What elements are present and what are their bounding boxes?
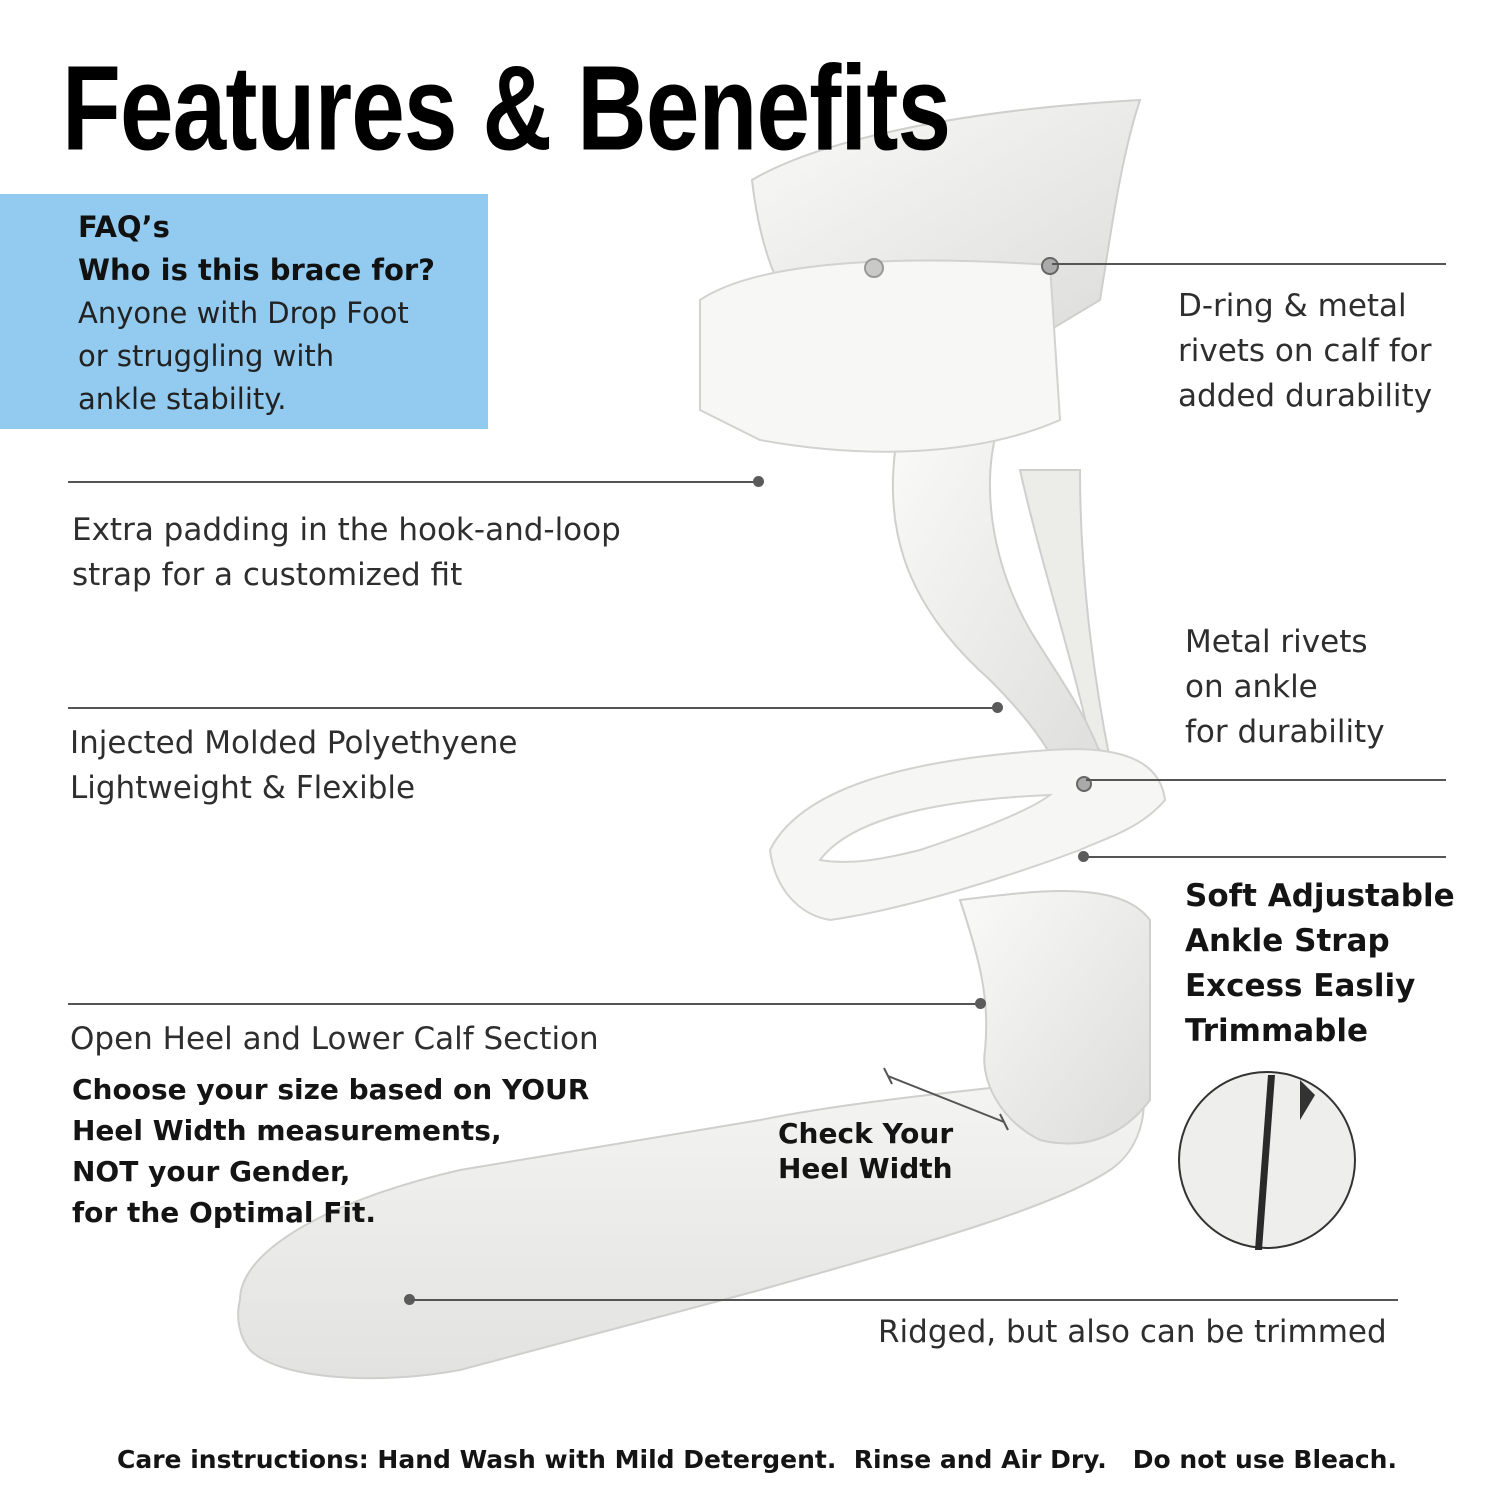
strap-leader <box>1082 856 1446 858</box>
callout-line: Soft Adjustable <box>1185 878 1455 914</box>
open-heel-dot <box>975 998 986 1009</box>
padding-leader <box>68 481 758 483</box>
faq-title: FAQ’s <box>78 210 170 244</box>
d-ring-rivet <box>1041 257 1059 275</box>
callout-line: NOT your Gender, <box>72 1155 351 1188</box>
faq-box: FAQ’s Who is this brace for? Anyone with… <box>0 194 488 429</box>
callout-line: Lightweight & Flexible <box>70 770 416 806</box>
faq-answer-line: ankle stability. <box>78 382 287 416</box>
dring-leader <box>1052 263 1446 265</box>
headline: Features & Benefits <box>62 40 951 176</box>
callout-line: Extra padding in the hook-and-loop <box>72 512 621 548</box>
footplate <box>237 1079 1145 1380</box>
open-heel-leader <box>68 1003 980 1005</box>
polyethylene-dot <box>992 702 1003 713</box>
ridged-leader <box>410 1299 1398 1301</box>
check-heel-width-label: Check Your Heel Width <box>778 1116 953 1186</box>
ridged-dot <box>404 1294 415 1305</box>
padding-callout: Extra padding in the hook-and-loop strap… <box>72 508 621 598</box>
callout-line: Heel Width <box>778 1152 953 1185</box>
strap-callout: Soft Adjustable Ankle Strap Excess Easli… <box>1185 874 1455 1054</box>
care-instructions: Care instructions: Hand Wash with Mild D… <box>117 1445 1397 1474</box>
callout-line: rivets on calf for <box>1178 333 1432 369</box>
strap-dot <box>1078 851 1089 862</box>
dring-callout: D-ring & metal rivets on calf for added … <box>1178 284 1432 419</box>
sizing-callout: Choose your size based on YOUR Heel Widt… <box>72 1069 589 1233</box>
faq-answer-line: Anyone with Drop Foot <box>78 296 409 330</box>
callout-line: D-ring & metal <box>1178 288 1407 324</box>
polyethylene-leader <box>68 707 998 709</box>
callout-line: strap for a customized fit <box>72 557 463 593</box>
trimming-inset <box>1178 1071 1356 1250</box>
callout-line: Metal rivets <box>1185 624 1368 660</box>
calf-rivet <box>864 258 884 278</box>
polyethylene-callout: Injected Molded Polyethyene Lightweight … <box>70 721 517 811</box>
padding-dot <box>753 476 764 487</box>
ankle-rivets-callout: Metal rivets on ankle for durability <box>1185 620 1385 755</box>
ankle-rivets-leader <box>1086 779 1446 781</box>
callout-line: Heel Width measurements, <box>72 1114 502 1147</box>
callout-line: on ankle <box>1185 669 1318 705</box>
callout-line: for durability <box>1185 714 1385 750</box>
ridged-callout: Ridged, but also can be trimmed <box>878 1314 1387 1350</box>
ankle-strap <box>768 748 1167 922</box>
callout-line: Choose your size based on YOUR <box>72 1073 590 1106</box>
callout-line: for the Optimal Fit. <box>72 1196 377 1229</box>
calf-strap <box>699 259 1062 453</box>
callout-line: Trimmable <box>1185 1013 1369 1049</box>
faq-answer-line: or struggling with <box>78 339 335 373</box>
callout-line: Injected Molded Polyethyene <box>70 725 518 761</box>
faq-question: Who is this brace for? <box>78 253 436 287</box>
heel-width-marker <box>883 1067 1009 1131</box>
heel-cup <box>958 890 1152 1145</box>
callout-line: Check Your <box>778 1117 954 1150</box>
callout-line: Ankle Strap <box>1185 923 1390 959</box>
open-heel-callout: Open Heel and Lower Calf Section <box>70 1021 599 1057</box>
callout-line: added durability <box>1178 378 1433 414</box>
callout-line: Excess Easliy <box>1185 968 1416 1004</box>
